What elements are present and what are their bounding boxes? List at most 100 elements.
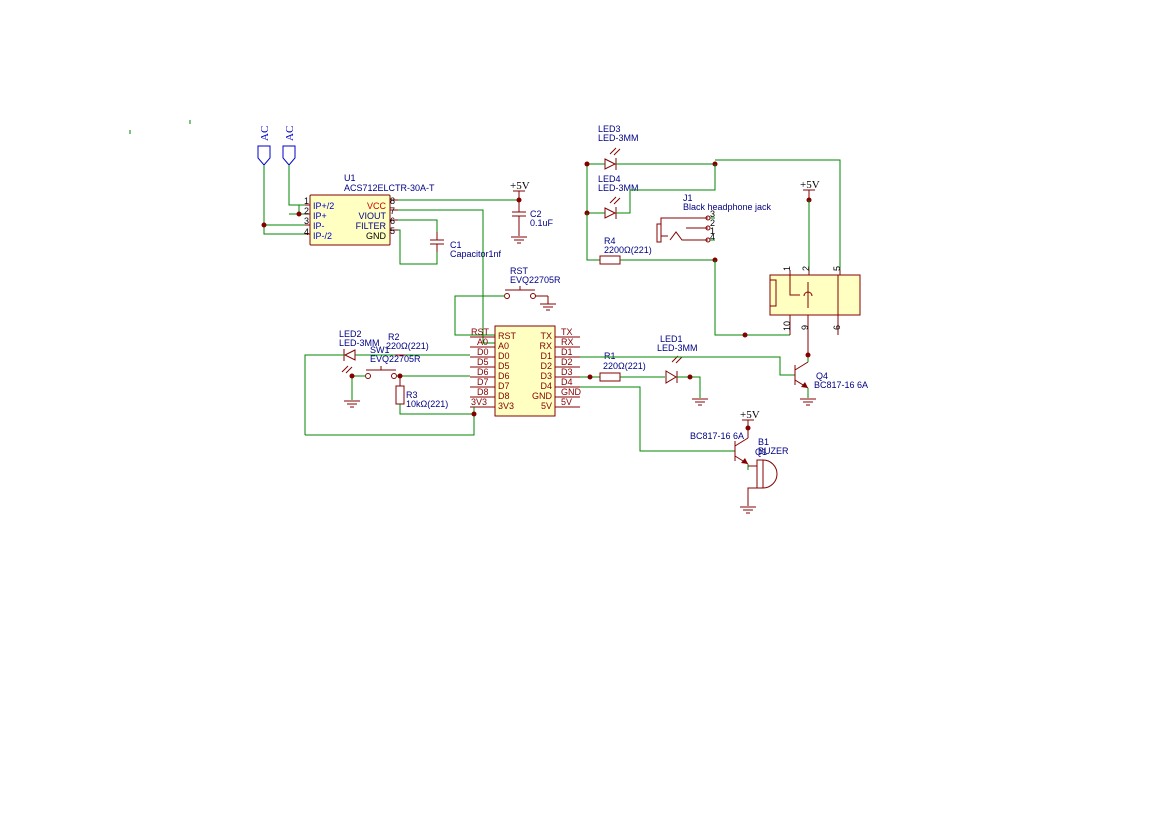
- svg-text:AC: AC: [259, 126, 271, 141]
- svg-text:Q4: Q4: [816, 371, 828, 381]
- svg-text:LED3: LED3: [598, 124, 621, 134]
- u1-acs712: U1 ACS712ELCTR-30A-T 1 2 3 4 IP+/2 IP+ I…: [304, 173, 435, 246]
- svg-text:D6: D6: [477, 367, 489, 377]
- svg-text:BC817-16 6A: BC817-16 6A: [690, 431, 744, 441]
- svg-text:VCC: VCC: [367, 201, 387, 211]
- svg-text:220Ω(221): 220Ω(221): [603, 361, 646, 371]
- svg-text:ACS712ELCTR-30A-T: ACS712ELCTR-30A-T: [344, 183, 435, 193]
- svg-text:B1: B1: [758, 437, 769, 447]
- svg-text:3: 3: [304, 216, 309, 226]
- svg-text:RST: RST: [510, 266, 529, 276]
- svg-text:5: 5: [832, 266, 842, 271]
- svg-text:A0: A0: [477, 337, 488, 347]
- b1-buzzer: B1 BUZER Q1: [740, 437, 789, 514]
- gnd-to-buzzer-wire: [580, 386, 735, 452]
- svg-text:BC817-16 6A: BC817-16 6A: [814, 380, 868, 390]
- svg-text:D7: D7: [498, 381, 510, 391]
- svg-text:10kΩ(221): 10kΩ(221): [406, 399, 448, 409]
- svg-text:D8: D8: [498, 391, 510, 401]
- svg-text:6: 6: [832, 325, 842, 330]
- svg-text:D8: D8: [477, 387, 489, 397]
- svg-text:2200Ω(221): 2200Ω(221): [604, 245, 652, 255]
- d1-to-q4-wire: [580, 356, 795, 376]
- svg-text:GND: GND: [366, 231, 387, 241]
- svg-text:6: 6: [390, 216, 395, 226]
- mcu-module: RST A0 D0 D5 D6 D7 D8 3V3 RST A0 D0 D5 D…: [470, 325, 582, 417]
- j1-headphone-jack: J1 Black headphone jack 3 2 1 4: [656, 193, 772, 243]
- svg-text:IP-: IP-: [313, 221, 325, 231]
- svg-text:7: 7: [390, 206, 395, 216]
- u1-wires: [398, 199, 519, 344]
- vcc-c2-symbol: +5V: [510, 180, 530, 203]
- svg-text:A0: A0: [498, 341, 509, 351]
- vcc-q4-symbol: +5V: [800, 179, 820, 270]
- svg-text:TX: TX: [561, 327, 573, 337]
- svg-text:U1: U1: [344, 173, 356, 183]
- buzzer-transistor: BC817-16 6A +5V: [690, 409, 760, 470]
- svg-text:LED-3MM: LED-3MM: [339, 338, 380, 348]
- svg-text:5V: 5V: [561, 397, 572, 407]
- svg-text:+5V: +5V: [510, 180, 530, 192]
- svg-text:VIOUT: VIOUT: [358, 211, 386, 221]
- svg-text:D5: D5: [477, 357, 489, 367]
- led2-circuit: LED2 LED-3MM R2 220Ω(221): [304, 329, 475, 436]
- svg-text:Q1: Q1: [755, 447, 767, 457]
- svg-text:TX: TX: [540, 331, 552, 341]
- ac-power-label-2: AC: [282, 126, 296, 166]
- svg-text:D0: D0: [477, 347, 489, 357]
- jack-connector-block: 1 2 5 10 9 6: [769, 266, 861, 355]
- led3-led4-circuit: LED3 LED-3MM LED4 LED-3MM: [584, 124, 841, 275]
- svg-text:2: 2: [801, 266, 811, 271]
- svg-text:8: 8: [390, 196, 395, 206]
- svg-text:1: 1: [782, 266, 792, 271]
- svg-text:R4: R4: [604, 236, 616, 246]
- svg-text:5: 5: [390, 226, 395, 236]
- svg-text:LED-3MM: LED-3MM: [598, 133, 639, 143]
- ac-power-label-1: AC: [257, 126, 271, 166]
- svg-text:RST: RST: [498, 331, 517, 341]
- svg-text:D1: D1: [540, 351, 552, 361]
- svg-text:RST: RST: [471, 327, 490, 337]
- svg-text:220Ω(221): 220Ω(221): [386, 341, 429, 351]
- svg-text:GND: GND: [532, 391, 553, 401]
- svg-text:C1: C1: [450, 240, 462, 250]
- svg-text:D4: D4: [561, 377, 573, 387]
- svg-text:FILTER: FILTER: [356, 221, 387, 231]
- svg-text:D5: D5: [498, 361, 510, 371]
- svg-text:+5V: +5V: [740, 409, 760, 421]
- rst-switch: RST EVQ22705R: [454, 266, 561, 336]
- svg-text:LED2: LED2: [339, 329, 362, 339]
- svg-text:SW1: SW1: [370, 345, 390, 355]
- svg-text:2: 2: [710, 218, 715, 228]
- svg-text:D6: D6: [498, 371, 510, 381]
- q4-transistor: Q4 BC817-16 6A: [794, 352, 868, 406]
- c1-capacitor: C1 Capacitor1nf: [430, 232, 502, 259]
- svg-text:LED-3MM: LED-3MM: [598, 183, 639, 193]
- svg-text:R1: R1: [604, 351, 616, 361]
- svg-text:3V3: 3V3: [471, 397, 487, 407]
- svg-text:D3: D3: [561, 367, 573, 377]
- svg-text:R3: R3: [406, 390, 418, 400]
- svg-text:R2: R2: [388, 332, 400, 342]
- svg-text:5V: 5V: [541, 401, 552, 411]
- svg-text:D2: D2: [540, 361, 552, 371]
- svg-text:1: 1: [304, 196, 309, 206]
- svg-text:+5V: +5V: [800, 179, 820, 191]
- svg-text:RX: RX: [539, 341, 552, 351]
- svg-text:3V3: 3V3: [498, 401, 514, 411]
- svg-text:RX: RX: [561, 337, 574, 347]
- svg-text:AC: AC: [284, 126, 296, 141]
- svg-text:EVQ22705R: EVQ22705R: [510, 275, 561, 285]
- svg-text:BUZER: BUZER: [758, 446, 789, 456]
- svg-text:D4: D4: [540, 381, 552, 391]
- svg-text:LED4: LED4: [598, 174, 621, 184]
- svg-text:3: 3: [710, 209, 715, 219]
- r3-resistor: R3 10kΩ(221): [395, 376, 477, 417]
- svg-text:EVQ22705R: EVQ22705R: [370, 354, 421, 364]
- r4-resistor: R4 2200Ω(221): [599, 236, 790, 338]
- svg-text:Black headphone jack: Black headphone jack: [683, 202, 772, 212]
- svg-text:1: 1: [710, 226, 715, 236]
- svg-text:IP+/2: IP+/2: [313, 201, 334, 211]
- svg-text:D2: D2: [561, 357, 573, 367]
- svg-text:Capacitor1nf: Capacitor1nf: [450, 249, 502, 259]
